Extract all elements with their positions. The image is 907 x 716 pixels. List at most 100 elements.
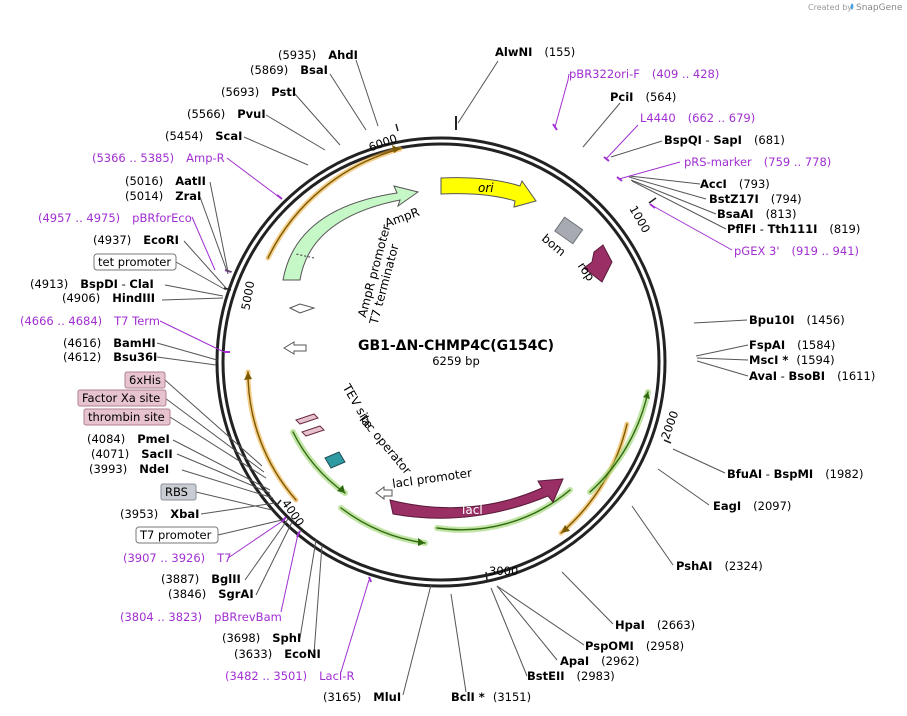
enzyme-sgrai: SgrAI xyxy=(218,587,253,601)
enzyme-bfuai: BfuAI xyxy=(727,467,762,481)
enzyme-sphi: SphI xyxy=(272,631,301,645)
enzyme-mlui: MluI xyxy=(373,690,401,704)
right-primer-labels: pBR322ori-F(409 .. 428) L4440(662 .. 679… xyxy=(569,67,859,258)
svg-text:pRS-marker(759 .. 778): pRS-marker(759 .. 778) xyxy=(684,155,831,169)
svg-text:PspOMI(2958): PspOMI(2958) xyxy=(585,639,684,653)
orange-arrow-head-3 xyxy=(561,525,570,533)
ampr-feature-arrow xyxy=(282,185,420,281)
enzyme-bglii: BglII xyxy=(211,572,241,586)
backbone-inner xyxy=(221,142,661,582)
backbone-outer xyxy=(215,136,667,588)
right-enzyme-labels: AlwNI(155) PciI(564) BspQI - SapI(681) A… xyxy=(451,45,875,704)
svg-text:T7 promoter: T7 promoter xyxy=(139,528,212,542)
orange-arrow-head-1 xyxy=(392,145,400,153)
svg-text:pGEX 3'(919 .. 941): pGEX 3'(919 .. 941) xyxy=(734,244,859,258)
primer-pbr322ori-f: pBR322ori-F xyxy=(569,67,640,81)
tick-marks xyxy=(223,123,672,581)
enzyme-pflfi: PflFI xyxy=(727,222,756,236)
primer-t7-term: T7 Term xyxy=(113,314,160,328)
enzyme-econi: EcoNI xyxy=(284,647,320,661)
svg-text:PciI(564): PciI(564) xyxy=(610,90,676,104)
snapgene-logo-icon xyxy=(850,3,854,10)
svg-text:(3846)SgrAI: (3846)SgrAI xyxy=(168,587,254,601)
svg-text:(3698)SphI: (3698)SphI xyxy=(222,631,301,645)
svg-text:MscI *(1594): MscI *(1594) xyxy=(749,353,835,367)
tick-label-3000: 3000 xyxy=(489,564,518,578)
enzyme-ecori: EcoRI xyxy=(143,233,179,247)
primer-prs-marker: pRS-marker xyxy=(684,155,752,169)
svg-text:tet promoter: tet promoter xyxy=(98,255,171,269)
enzyme-scai: ScaI xyxy=(215,129,242,143)
svg-text:BsaAI(813): BsaAI(813) xyxy=(717,207,797,221)
svg-text:(4957 .. 4975)pBRforEco: (4957 .. 4975)pBRforEco xyxy=(38,211,192,225)
svg-text:(5693)PstI: (5693)PstI xyxy=(221,85,296,99)
rbs-box: RBS xyxy=(160,483,197,501)
tick-label-2000: 2000 xyxy=(658,409,681,441)
ampr-separator xyxy=(295,253,315,259)
svg-text:BspQI - SapI(681): BspQI - SapI(681) xyxy=(664,133,785,147)
svg-text:Factor Xa site: Factor Xa site xyxy=(82,391,160,405)
plasmid-length: 6259 bp xyxy=(432,354,480,368)
enzyme-bsteii: BstEII xyxy=(527,669,565,683)
enzyme-bpu10i: Bpu10I xyxy=(749,313,794,327)
svg-text:(3953)XbaI: (3953)XbaI xyxy=(120,507,199,521)
green-arrow-head-2 xyxy=(418,538,425,546)
svg-text:(4616)BamHI: (4616)BamHI xyxy=(63,336,156,350)
svg-text:(3993)NdeI: (3993)NdeI xyxy=(89,462,169,476)
bom-feature xyxy=(554,216,584,245)
enzyme-msci: MscI * xyxy=(749,353,788,367)
enzyme-avai: AvaI xyxy=(749,369,777,383)
svg-text:(4906)HindIII: (4906)HindIII xyxy=(62,291,155,305)
enzyme-pmei: PmeI xyxy=(137,432,170,446)
six-his-box: 6xHis xyxy=(124,371,166,389)
left-primer-labels: (5366 .. 5385)Amp-R (4957 .. 4975)pBRfor… xyxy=(20,151,354,683)
svg-text:(5014)ZraI: (5014)ZraI xyxy=(125,189,201,203)
svg-text:(4612)Bsu36I: (4612)Bsu36I xyxy=(63,350,157,364)
enzyme-fspai: FspAI xyxy=(749,338,785,352)
rop-feature-arrow xyxy=(583,244,613,283)
svg-text:(4071)SacII: (4071)SacII xyxy=(91,447,173,461)
svg-text:(3165)MluI: (3165)MluI xyxy=(323,690,401,704)
svg-text:PshAI(2324): PshAI(2324) xyxy=(676,559,763,573)
svg-text:(3804 .. 3823)pBRrevBam: (3804 .. 3823)pBRrevBam xyxy=(120,610,282,624)
tet-promoter-box: tet promoter xyxy=(93,253,177,271)
svg-text:(5454)ScaI: (5454)ScaI xyxy=(165,129,242,143)
enzyme-bsai: BsaI xyxy=(300,63,328,77)
enzyme-acci: AccI xyxy=(700,177,727,191)
orange-arrow-head-2 xyxy=(244,372,252,380)
enzyme-pshai: PshAI xyxy=(676,559,712,573)
svg-text:BfuAI - BspMI(1982): BfuAI - BspMI(1982) xyxy=(727,467,863,481)
enzyme-alwni: AlwNI xyxy=(495,45,532,59)
enzyme-bspqi: BspQI xyxy=(664,133,702,147)
watermark-brand: SnapGene xyxy=(856,3,903,13)
left-enzyme-labels: (5935)AhdI (5869)BsaI (5693)PstI (5566)P… xyxy=(30,48,401,704)
svg-text:pBR322ori-F(409 .. 428): pBR322ori-F(409 .. 428) xyxy=(569,67,719,81)
svg-text:(5869)BsaI: (5869)BsaI xyxy=(250,63,328,77)
svg-text:(4666 .. 4684)T7 Term: (4666 .. 4684)T7 Term xyxy=(20,314,160,328)
svg-text:EagI(2097): EagI(2097) xyxy=(713,499,791,513)
svg-text:(4913)BspDI - ClaI: (4913)BspDI - ClaI xyxy=(30,277,154,291)
svg-text:(5566)PvuI: (5566)PvuI xyxy=(187,107,266,121)
factor-xa-box: Factor Xa site xyxy=(77,389,167,407)
laci-label: lacI xyxy=(462,503,483,517)
svg-text:(4937)EcoRI: (4937)EcoRI xyxy=(93,233,179,247)
laci-feature-arrow xyxy=(389,478,564,519)
enzyme-zrai: ZraI xyxy=(175,189,201,203)
primer-pgex3: pGEX 3' xyxy=(734,244,780,258)
primer-t7: T7 xyxy=(216,551,231,565)
svg-text:ApaI(2962): ApaI(2962) xyxy=(560,654,639,668)
ori-label: ori xyxy=(478,181,494,195)
svg-text:PflFI - Tth111I(819): PflFI - Tth111I(819) xyxy=(727,222,860,236)
tev-site-feature xyxy=(295,413,319,425)
svg-text:L4440(662 .. 679): L4440(662 .. 679) xyxy=(640,111,755,125)
lac-operator-label: lac operator xyxy=(357,412,415,477)
enzyme-bcli: BclI * xyxy=(451,690,485,704)
svg-text:6xHis: 6xHis xyxy=(129,373,161,387)
watermark-prefix: Created by xyxy=(808,3,852,12)
ori-feature-arrow xyxy=(440,177,537,208)
enzyme-ahdi: AhdI xyxy=(328,48,358,62)
t7-promoter-box: T7 promoter xyxy=(135,526,219,544)
svg-text:AccI(793): AccI(793) xyxy=(700,177,770,191)
enzyme-pvui: PvuI xyxy=(237,107,265,121)
